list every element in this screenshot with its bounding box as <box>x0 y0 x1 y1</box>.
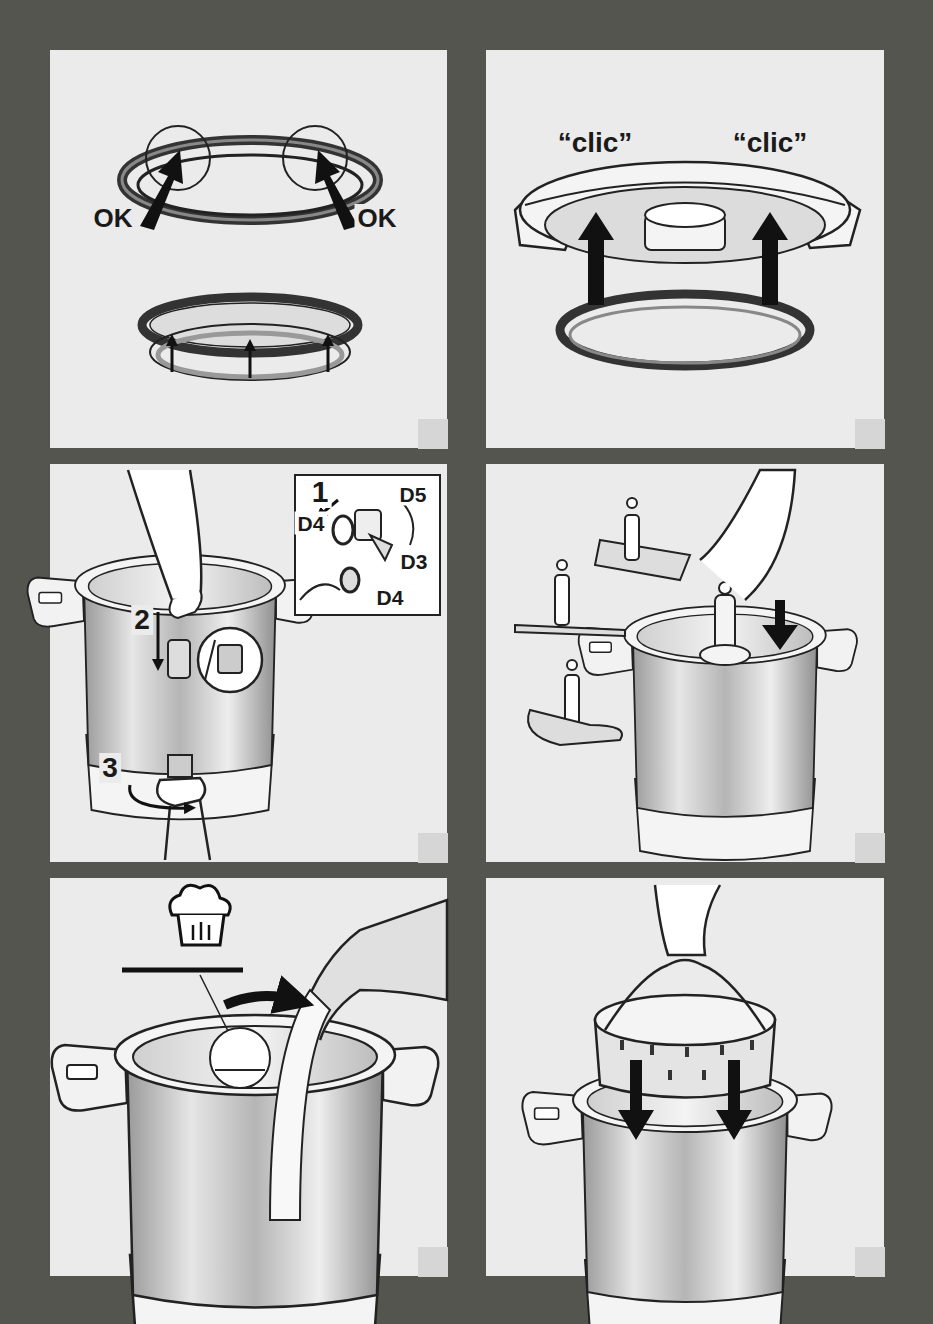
bowl-water-figure <box>52 885 447 1324</box>
sound-label: “clic” <box>555 128 636 158</box>
ok-label: OK <box>91 204 136 232</box>
seal-ring-figure <box>122 126 378 380</box>
ok-label: OK <box>355 204 400 232</box>
part-label: D4 <box>374 586 407 609</box>
step-number: 2 <box>131 605 153 635</box>
step-number: 1 <box>309 476 332 508</box>
part-label: D5 <box>397 483 430 506</box>
bowl-valve-figure <box>28 470 440 860</box>
part-label: D4 <box>295 512 328 535</box>
part-label: D3 <box>398 550 431 573</box>
bowl-blade-figure <box>515 470 857 860</box>
bowl-basket-figure <box>522 885 831 1324</box>
lid-figure <box>515 162 860 366</box>
step-number: 3 <box>99 753 121 783</box>
sound-label: “clic” <box>730 128 811 158</box>
